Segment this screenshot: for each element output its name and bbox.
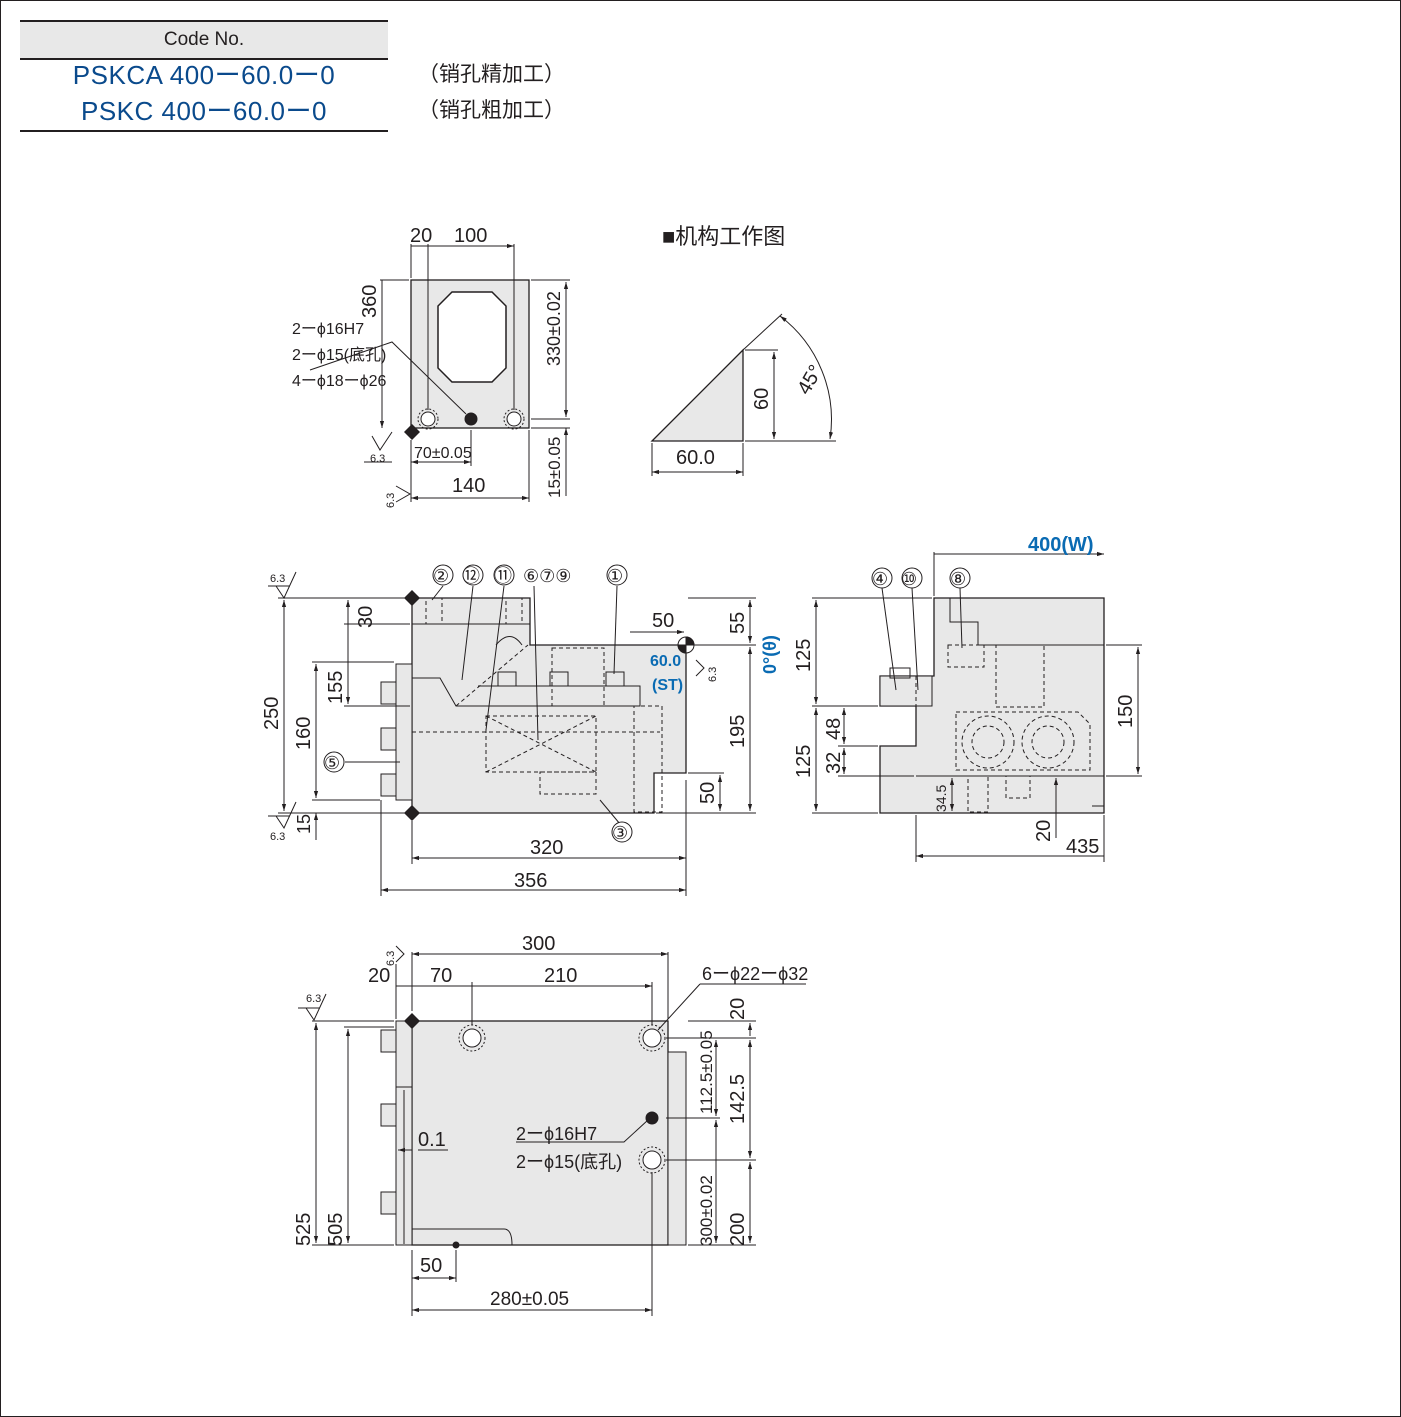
cam-view xyxy=(650,313,836,476)
svg-text:6.3: 6.3 xyxy=(306,993,321,1005)
side-view-labels: 400(W) ④ ⑩ ⑧ 125 125 48 32 150 34.5 20 4… xyxy=(793,534,1137,858)
front-view-balloons xyxy=(323,564,633,843)
svg-text:32: 32 xyxy=(823,752,845,774)
holes-callout: 6ーϕ22ーϕ32 xyxy=(702,964,808,984)
svg-text:140: 140 xyxy=(452,475,485,497)
svg-text:250: 250 xyxy=(261,697,283,730)
svg-text:300±0.02: 300±0.02 xyxy=(697,1175,716,1246)
svg-text:505: 505 xyxy=(325,1213,347,1246)
balloon-8: ⑧ xyxy=(950,569,966,589)
svg-text:30: 30 xyxy=(355,606,377,628)
svg-text:55: 55 xyxy=(727,612,749,634)
svg-text:142.5: 142.5 xyxy=(727,1074,749,1124)
pin-hole-icon xyxy=(645,1111,659,1125)
svg-text:200: 200 xyxy=(727,1213,749,1246)
top-view-window xyxy=(437,291,507,383)
balloon-2: ② xyxy=(433,566,449,586)
balloon-11: ⑪ xyxy=(494,566,512,586)
svg-text:435: 435 xyxy=(1066,836,1099,858)
code-header: Code No. xyxy=(20,20,388,60)
svg-text:356: 356 xyxy=(514,870,547,892)
balloon-10: ⑩ xyxy=(901,569,917,589)
svg-text:2ーϕ16H7: 2ーϕ16H7 xyxy=(292,321,364,338)
svg-text:50: 50 xyxy=(652,610,674,632)
top-view-labels: 20 100 360 330±0.02 2ーϕ16H7 2ーϕ15(底孔) 4ー… xyxy=(292,225,564,508)
cam-dim-60: 60 xyxy=(751,388,773,410)
bottom-view-labels: 300 20 70 210 6ーϕ22ーϕ32 20 112.5±0.05 14… xyxy=(293,933,808,1310)
front-view xyxy=(268,571,756,896)
svg-text:6.3: 6.3 xyxy=(370,453,385,465)
svg-text:4ーϕ18ーϕ26: 4ーϕ18ーϕ26 xyxy=(292,373,387,390)
svg-text:525: 525 xyxy=(293,1213,315,1246)
svg-text:20: 20 xyxy=(1033,820,1055,842)
svg-text:70±0.05: 70±0.05 xyxy=(414,445,472,462)
svg-text:20: 20 xyxy=(410,225,432,247)
front-view-labels: ② ⑫ ⑪ ⑥⑦⑨ ① ⑤ ③ 30 155 250 160 15 50 55 … xyxy=(261,566,780,892)
svg-text:330±0.02: 330±0.02 xyxy=(544,291,564,366)
pin-callout-2: 2ーϕ15(底孔) xyxy=(516,1152,622,1172)
svg-text:20: 20 xyxy=(727,998,749,1020)
svg-text:15±0.05: 15±0.05 xyxy=(545,437,564,498)
svg-text:150: 150 xyxy=(1115,695,1137,728)
svg-text:15: 15 xyxy=(294,814,314,834)
balloon-3: ③ xyxy=(612,823,628,843)
balloon-6-7-9: ⑥⑦⑨ xyxy=(523,566,571,586)
svg-text:50: 50 xyxy=(420,1255,442,1277)
code-note-1: （销孔精加工） xyxy=(418,63,565,86)
svg-text:0.1: 0.1 xyxy=(418,1129,446,1151)
svg-text:160: 160 xyxy=(293,717,315,750)
code-number-2: PSKC 400ー60.0ー0 xyxy=(81,96,327,126)
side-view xyxy=(812,551,1142,862)
svg-text:112.5±0.05: 112.5±0.05 xyxy=(697,1030,716,1114)
svg-text:360: 360 xyxy=(359,285,381,318)
width-label: 400(W) xyxy=(1028,534,1094,556)
cam-dim-60-0: 60.0 xyxy=(676,447,715,469)
svg-text:20: 20 xyxy=(368,965,390,987)
pin-hole-icon xyxy=(464,412,478,426)
svg-text:320: 320 xyxy=(530,837,563,859)
svg-text:155: 155 xyxy=(325,671,347,704)
svg-text:210: 210 xyxy=(544,965,577,987)
svg-text:70: 70 xyxy=(430,965,452,987)
stroke-label: (ST) xyxy=(652,677,683,694)
code-note-2: （销孔粗加工） xyxy=(418,99,565,122)
svg-text:125: 125 xyxy=(793,745,815,778)
svg-text:2ーϕ15(底孔): 2ーϕ15(底孔) xyxy=(292,346,386,364)
svg-text:6.3: 6.3 xyxy=(270,831,285,843)
balloon-4: ④ xyxy=(872,569,888,589)
code-number-1: PSKCA 400ー60.0ー0 xyxy=(72,60,336,90)
balloon-5: ⑤ xyxy=(324,753,340,773)
svg-text:50: 50 xyxy=(697,782,719,804)
svg-text:34.5: 34.5 xyxy=(933,785,949,812)
svg-text:125: 125 xyxy=(793,639,815,672)
top-view xyxy=(309,243,570,503)
svg-text:6.3: 6.3 xyxy=(385,951,397,966)
svg-text:6.3: 6.3 xyxy=(270,573,285,585)
cam-angle: 45° xyxy=(793,361,827,398)
code-bottom-rule xyxy=(20,130,388,132)
side-view-balloons xyxy=(871,567,971,589)
bottom-view xyxy=(298,945,806,1316)
svg-text:195: 195 xyxy=(727,715,749,748)
svg-text:300: 300 xyxy=(522,933,555,955)
svg-text:6.3: 6.3 xyxy=(385,493,397,508)
mechanism-title: ■机构工作图 xyxy=(662,224,785,249)
svg-text:280±0.05: 280±0.05 xyxy=(490,1289,569,1310)
balloon-1: ① xyxy=(607,566,623,586)
balloon-12: ⑫ xyxy=(462,566,480,586)
stroke-value: 60.0 xyxy=(650,653,681,670)
pin-callout-1: 2ーϕ16H7 xyxy=(516,1124,597,1144)
svg-text:48: 48 xyxy=(823,718,845,740)
svg-text:6.3: 6.3 xyxy=(707,667,719,682)
svg-text:100: 100 xyxy=(454,225,487,247)
angle-label: 0°(θ) xyxy=(760,635,780,674)
